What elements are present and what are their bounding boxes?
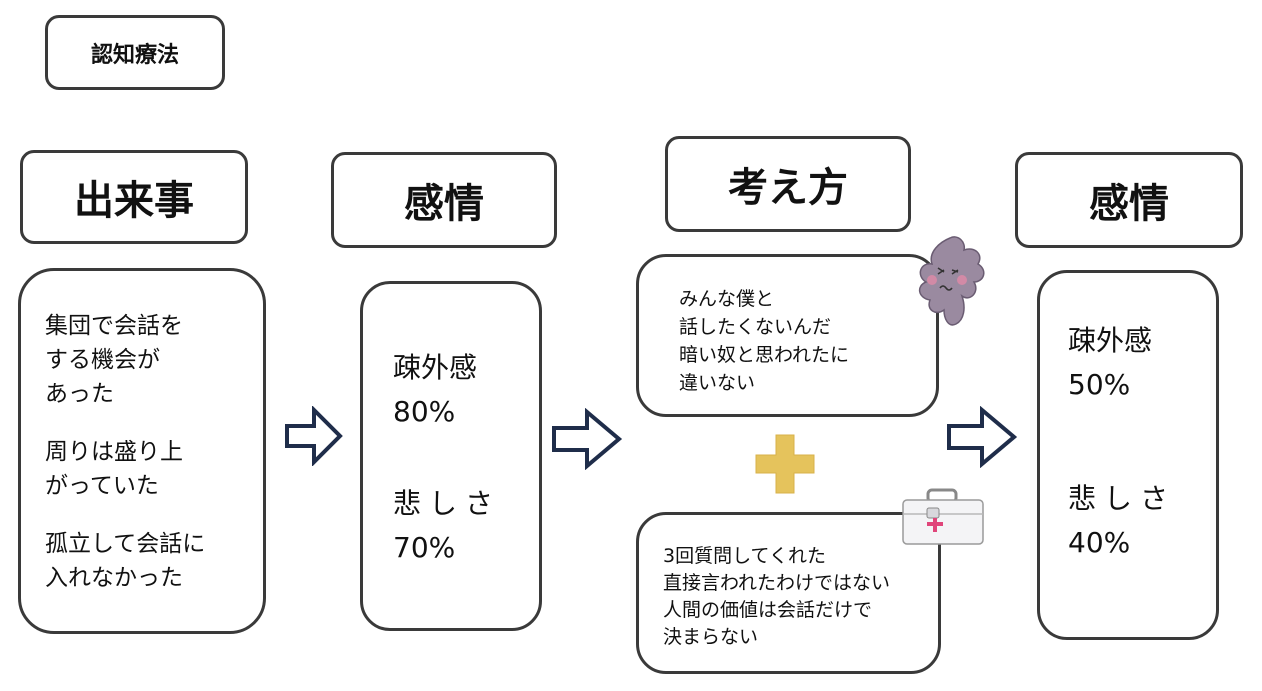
positive-thought-line: 人間の価値は会話だけで	[663, 599, 873, 621]
emotion-after-value-2: 40%	[1068, 526, 1131, 559]
negative-thought-line: 暗い奴と思われたに	[679, 344, 850, 366]
title-box: 認知療法	[45, 15, 225, 90]
event-line: 周りは盛り上	[45, 439, 183, 465]
plus-icon	[755, 434, 815, 494]
emotion-before-value-2: 70%	[393, 531, 456, 564]
negative-thought-line: 違いない	[679, 372, 756, 394]
event-line: 孤立して会話に	[45, 531, 206, 557]
negative-thought-box: みんな僕と 話したくないんだ 暗い奴と思われたに 違いない	[636, 254, 939, 417]
event-box: 集団で会話を する機会が あった 周りは盛り上 がっていた 孤立して会話に 入れ…	[18, 268, 266, 634]
emotion-before-value-1: 80%	[393, 395, 456, 428]
header-emotion-before: 感情	[331, 152, 557, 248]
emotion-before-label-2: 悲しさ	[393, 487, 502, 520]
emotion-after-value-1: 50%	[1068, 368, 1131, 401]
page-title: 認知療法	[90, 42, 179, 68]
header-emotion-before-label: 感情	[404, 181, 484, 227]
germ-icon	[918, 236, 985, 326]
event-line: あった	[45, 381, 114, 407]
positive-thought-line: 直接言われたわけではない	[663, 572, 891, 594]
negative-thought-line: 話したくないんだ	[679, 316, 832, 338]
emotion-after-box: 疎外感 50% 悲しさ 40%	[1037, 270, 1219, 640]
positive-thought-box: 3回質問してくれた 直接言われたわけではない 人間の価値は会話だけで 決まらない	[636, 512, 941, 674]
header-event: 出来事	[20, 150, 248, 244]
header-thinking: 考え方	[665, 136, 911, 232]
event-line: する機会が	[45, 347, 160, 373]
emotion-before-box: 疎外感 80% 悲しさ 70%	[360, 281, 542, 631]
right-arrow-icon	[285, 406, 343, 466]
emotion-after-label-2: 悲しさ	[1068, 482, 1177, 515]
positive-thought-line: 3回質問してくれた	[663, 545, 826, 567]
event-line: 集団で会話を	[45, 313, 183, 339]
first-aid-kit-icon	[902, 488, 984, 545]
right-arrow-icon	[947, 406, 1018, 468]
header-emotion-after-label: 感情	[1089, 181, 1169, 227]
event-line: がっていた	[45, 473, 159, 499]
emotion-after-label-1: 疎外感	[1068, 324, 1153, 357]
event-line: 入れなかった	[45, 565, 183, 591]
header-event-label: 出来事	[74, 178, 194, 224]
positive-thought-line: 決まらない	[663, 626, 759, 648]
right-arrow-icon	[552, 408, 623, 470]
header-thinking-label: 考え方	[728, 165, 848, 211]
emotion-before-label-1: 疎外感	[393, 351, 478, 384]
negative-thought-line: みんな僕と	[679, 288, 775, 310]
header-emotion-after: 感情	[1015, 152, 1243, 248]
